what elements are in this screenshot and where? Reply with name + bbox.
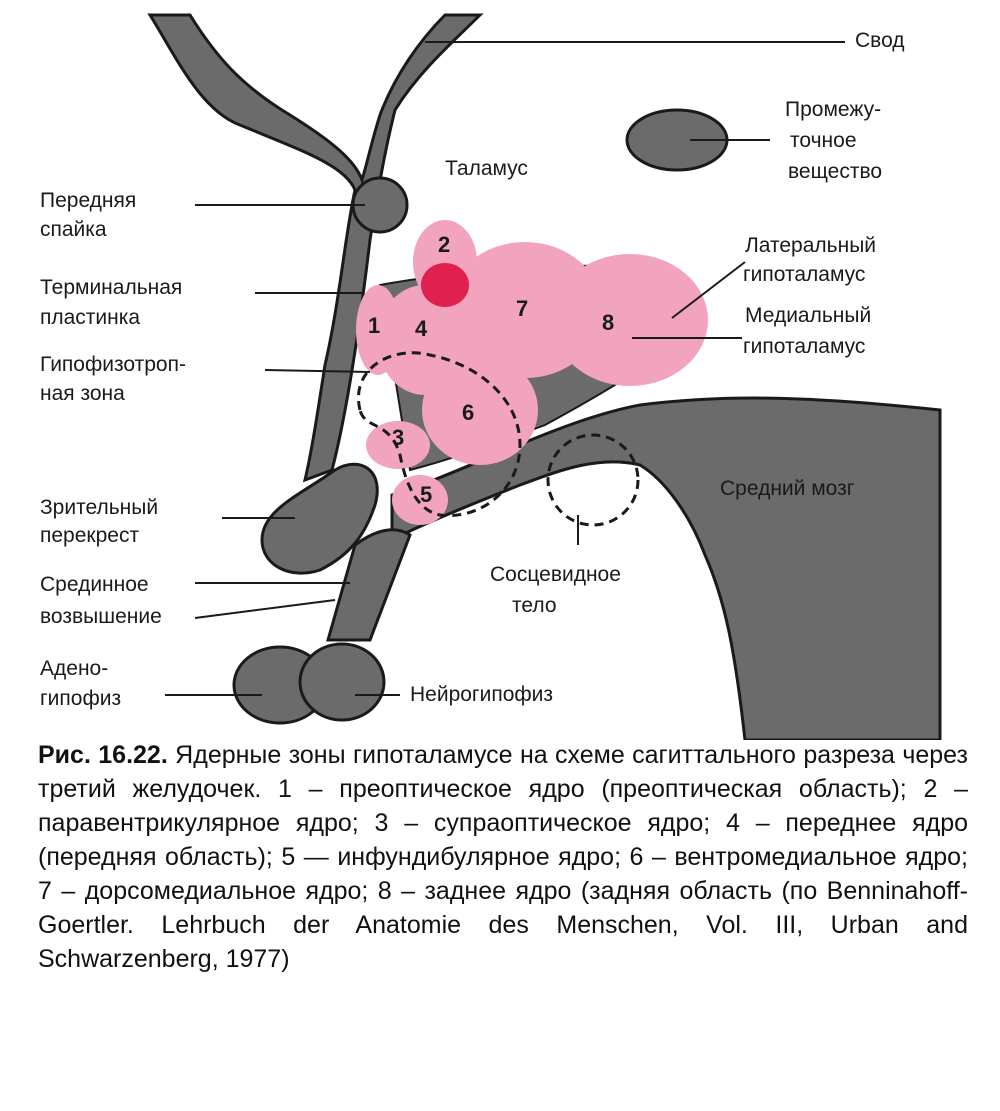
infundibulum-shape (326, 528, 412, 642)
neurohypophysis-shape (298, 642, 386, 722)
label-medial-1: Медиальный (745, 304, 872, 327)
nucleus-label-2: 2 (438, 232, 450, 257)
nucleus-shape-4 (377, 285, 473, 395)
mammillary-body-outline (546, 433, 640, 527)
label-spayka-2: спайка (40, 218, 107, 241)
label-neyro: Нейрогипофиз (410, 683, 554, 706)
label-sredinnoe-1: Срединное (40, 573, 149, 596)
label-sosce-2: тело (512, 594, 557, 617)
label-spayka-1: Передняя (40, 189, 137, 212)
label-terminal-2: пластинка (40, 306, 141, 329)
leader-lines (165, 41, 845, 696)
nucleus-label-1: 1 (368, 313, 380, 338)
nucleus-shape-1 (356, 285, 400, 375)
caption-text: Ядерные зоны гипоталамусе на схеме сагит… (38, 741, 968, 973)
midbrain-shape (390, 396, 942, 742)
nucleus-shape-8 (552, 254, 708, 386)
label-terminal-1: Терминальная (40, 276, 183, 299)
hypophysiotropic-zone-outline (357, 351, 522, 518)
nucleus-label-6: 6 (462, 400, 474, 425)
nucleus-shape-2-core (421, 263, 469, 307)
nucleus-label-8: 8 (602, 310, 614, 335)
label-zritelny-2: перекрест (40, 524, 140, 547)
label-zritelny-1: Зрительный (40, 496, 159, 519)
label-sredinnoe-2: возвышение (40, 605, 162, 628)
nucleus-label-7: 7 (516, 296, 528, 321)
label-gipofizotrop-2: ная зона (40, 382, 125, 405)
caption-label: Рис. 16.22. (38, 741, 168, 769)
label-medial-2: гипоталамус (743, 335, 866, 358)
nucleus-shape-5 (392, 475, 448, 525)
optic-chiasm-shape (260, 462, 379, 575)
label-promezhutochnoe-3: вещество (788, 160, 883, 183)
nucleus-label-4: 4 (415, 316, 428, 341)
label-sosce-1: Сосцевидное (490, 563, 621, 586)
label-adeno-1: Адено- (40, 657, 109, 680)
label-adeno-2: гипофиз (40, 687, 122, 710)
nucleus-label-5: 5 (420, 482, 432, 507)
label-talamus: Таламус (445, 157, 528, 180)
label-svod: Свод (855, 29, 905, 52)
nucleus-label-3: 3 (392, 425, 404, 450)
label-promezhutochnoe-2: точное (790, 129, 857, 152)
label-gipofizotrop-1: Гипофизотроп- (40, 353, 186, 376)
label-lateral-1: Латеральный (745, 234, 877, 257)
hypothalamus-diagram: 1 2 3 4 5 6 7 8 Свод Промежу- точное вещ… (40, 13, 942, 742)
diagram-svg: 1 2 3 4 5 6 7 8 (147, 13, 942, 742)
figure-caption: Рис. 16.22. Ядерные зоны гипоталамусе на… (38, 738, 968, 976)
label-srednij-mozg: Средний мозг (720, 477, 855, 500)
label-lateral-2: гипоталамус (743, 263, 866, 286)
nucleus-shape-3 (366, 421, 430, 469)
label-promezhutochnoe-1: Промежу- (785, 98, 882, 121)
